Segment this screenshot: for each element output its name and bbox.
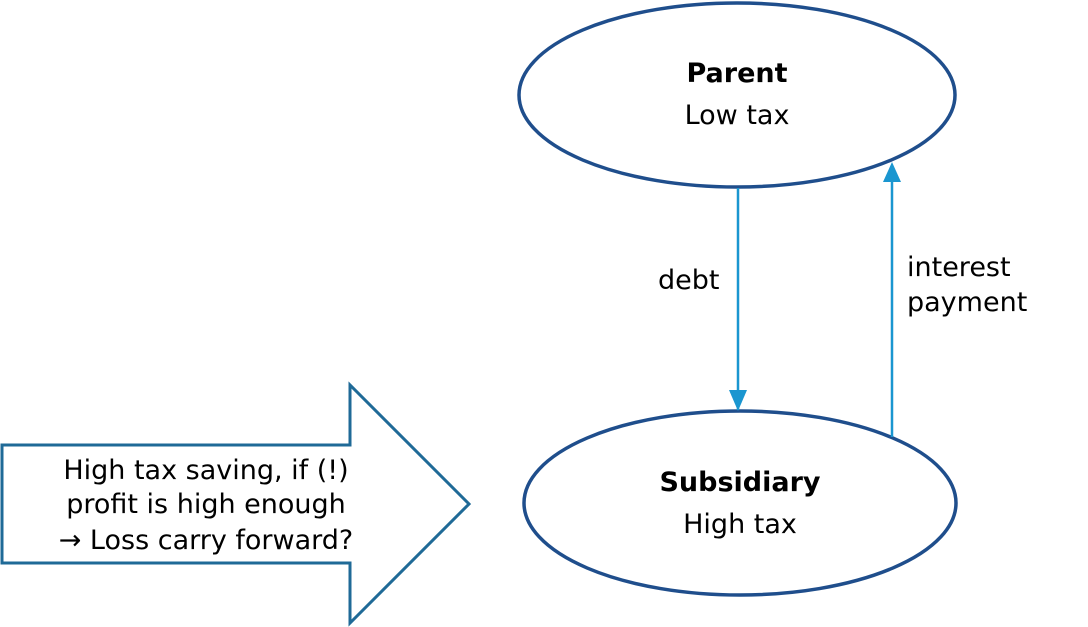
subsidiary-ellipse: [522, 409, 958, 597]
interest-label-line2: payment: [907, 287, 1028, 318]
subsidiary-tax: High tax: [683, 509, 797, 540]
parent-ellipse: [517, 1, 957, 189]
parent-name: Parent: [686, 58, 788, 89]
callout-line3: → Loss carry forward?: [58, 525, 354, 556]
subsidiary-name: Subsidiary: [659, 467, 821, 498]
interest-label-line1: interest: [907, 252, 1011, 283]
callout-line2: profit is high enough: [66, 489, 346, 520]
debt-arrowhead: [729, 390, 747, 411]
callout-line1: High tax saving, if (!): [63, 455, 349, 486]
interest-payment-arrowhead: [883, 162, 901, 182]
parent-tax: Low tax: [684, 100, 790, 131]
callout-block-arrow: [0, 381, 472, 627]
debt-label: debt: [658, 265, 720, 296]
